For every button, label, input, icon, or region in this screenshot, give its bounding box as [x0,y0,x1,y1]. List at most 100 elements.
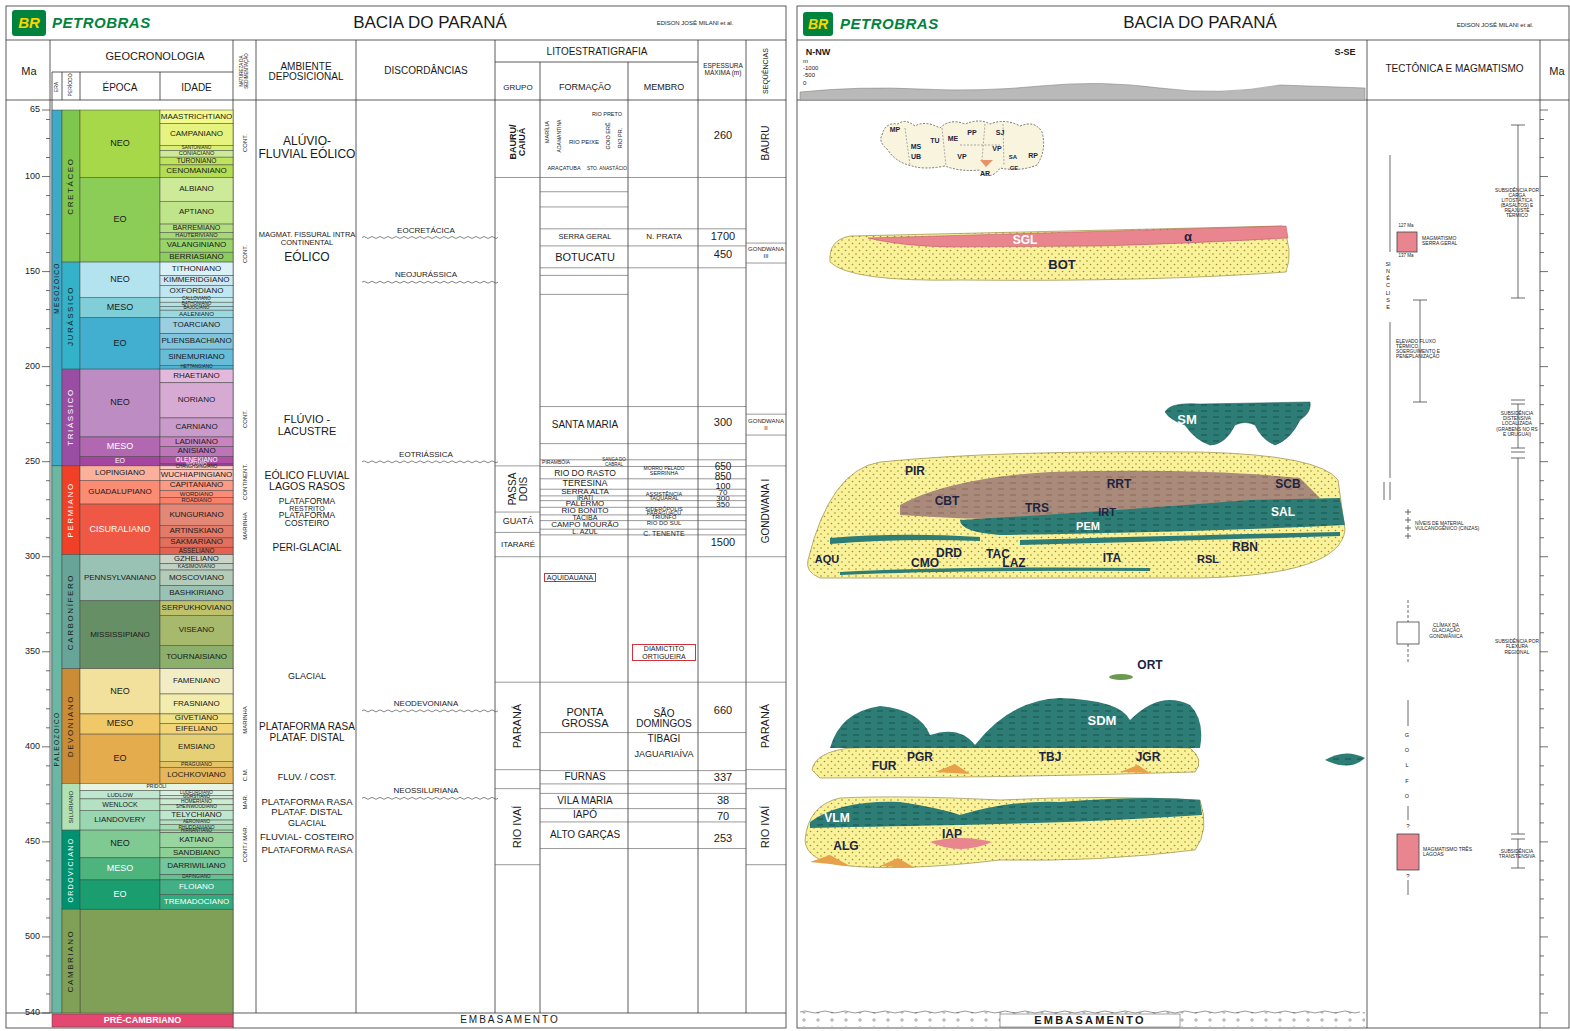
epoch-name: MESO [107,864,134,873]
stage-name: SANDBIANO [173,849,220,857]
unit-code: TU [930,137,939,144]
tectonic-note-box: GOLFO [1402,728,1412,804]
stage-name: KUNGURIANO [169,511,223,519]
member-name: TRIUNFO [652,515,676,521]
age-tick [1540,1012,1548,1013]
unconformity-name: NEOSSILURIANA [394,787,459,795]
formation-name: BOTUCATU [555,252,615,264]
tectonic-note: MAGMATISMO TRÊS LAGOAS [1423,847,1475,858]
age-tick [46,879,50,880]
grid-line [6,40,786,1013]
formation-name: RIO DO RASTO [554,469,616,478]
epoch-name: EO [113,754,126,763]
period-name: JURÁSSICO [67,262,75,369]
age-tick [1540,993,1544,994]
serra-geral-unit [868,226,1288,247]
formation-name-box: RIO PR. [616,124,626,152]
boundary-line [540,732,746,733]
unit-code: VP [992,145,1001,152]
unit-code-box: TBJ [1032,749,1068,765]
stage-name-box: FLOIANO [160,880,233,895]
stage-name: CARNIANO [175,423,217,431]
epoch-name: PENNSYLVANIANO [84,574,156,582]
unit-cell [80,601,160,669]
age-tick [46,822,50,823]
stage-name-box: DAPINGIANO [160,875,233,880]
tectonic-note: ? [1406,823,1409,829]
period-name: ORDOVICIANO [67,830,74,909]
stage-name: TREMADOCIANO [164,898,229,906]
stage-name: AALENIANO [179,311,214,317]
header-text-box: 450 [10,836,40,848]
epoch-name: GUADALUPIANO [88,488,152,496]
unit-code: LAZ [1002,557,1025,570]
tectonic-note-box: ? [1402,872,1414,881]
unit-code-box: AR [976,169,994,179]
range-bracket [1511,458,1525,868]
era-name-box: MESOZOICO [52,110,62,466]
bauru-unit [881,121,1044,176]
header-text: LITOESTRATIGRAFIA [547,47,648,58]
unit-code-box: ALG [826,838,866,854]
age-tick [1540,290,1544,291]
stage-name-box: EIFELIANO [160,723,233,734]
group-name: RIO IVAÍ [512,789,524,865]
age-tick [46,860,50,861]
stage-name: CAPITANIANO [170,481,224,489]
group-name: ITARARÉ [501,541,535,549]
age-tick [1540,480,1544,481]
boundary-line [540,294,628,295]
age-tick [42,176,50,177]
age-tick [42,556,50,557]
formation-name: PRÉ-CAMBRIANO [104,1016,182,1025]
unit-cell [160,349,233,365]
header-text: 250 [25,457,40,466]
unit-code-box: PIR [898,462,932,480]
age-tick [1540,385,1544,386]
formation-name: SANTA MARIA [552,420,619,431]
boundary-line [746,682,786,683]
stage-name-box: HIRNANTIANO [160,830,233,833]
stage-name-box: CHANGHSINGIANO [160,466,233,470]
formation-name: PIRAMBÓIA [542,460,570,465]
sequence-name: PARANÁ [760,682,772,769]
santa-maria-unit [1165,402,1310,445]
stage-name: CONIACIANO [179,151,215,157]
unit-code: VLM [824,812,849,825]
environment-text: FLÚVIO - LACUSTRE [258,414,356,437]
unit-cell [160,252,233,262]
header-text: BR [18,15,40,31]
epoch-name: NEO [110,398,130,407]
tectonic-note: ELEVADO FLUXO TÉRMICO, SOERGUIMENTO E PE… [1396,339,1458,359]
environment-text: FLUVIAL- COSTEIRO [260,832,354,842]
age-tick [46,575,50,576]
basement [800,1012,1365,1027]
header-text-box: m [803,57,813,65]
environment-text-box: FLUVIAL- COSTEIRO [258,829,356,846]
magmatism-box [1397,834,1419,870]
age-tick [46,157,50,158]
unit-code-box: RBN [1226,539,1264,555]
boundary-line [495,177,540,178]
unit-cell [160,833,233,848]
header-text-box: 65 [10,104,40,116]
sequence-name-box: BAURU [748,110,784,177]
stage-name-box: FAMENIANO [160,669,233,694]
unit-cell [160,767,233,783]
header-text: TECTÔNICA E MAGMATISMO [1385,64,1523,75]
sedimentation-type: MARINHA [241,500,247,553]
stage-name-box: TOURNAISIANO [160,646,233,669]
formation-name-box: IAPÓ [542,811,628,821]
environment-text-box: GLACIAL [258,819,356,829]
stage-name-box: TURONIANO [160,157,233,165]
age-tick [1540,328,1544,329]
formation-name: RIO PRETO [592,112,622,118]
unit-cell [160,734,233,761]
ortigueira-unit [1109,674,1133,680]
unit-cell [80,880,160,909]
unit-cell [160,224,233,232]
boundary-line [746,556,786,557]
formation-name-box: RIO PEIXE [566,138,602,147]
age-tick [46,993,50,994]
stage-name-box: CARNIANO [160,418,233,437]
